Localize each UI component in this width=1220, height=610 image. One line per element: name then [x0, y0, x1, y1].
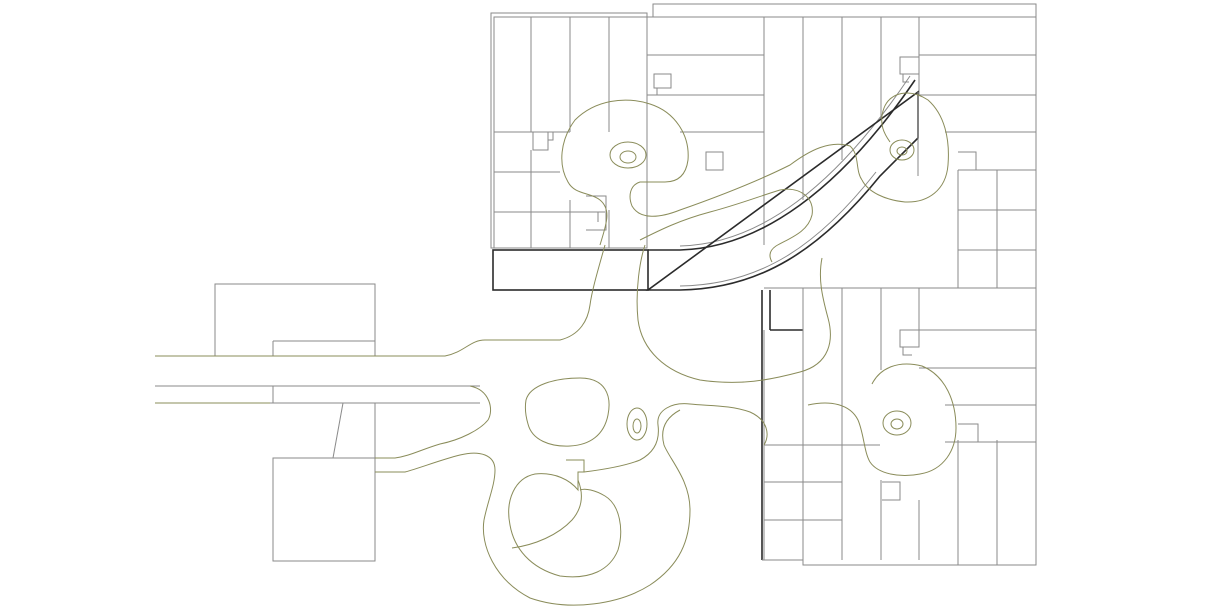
block-a-north-strip: [652, 3, 1037, 18]
block-b-partitions: [764, 288, 1036, 565]
landscape-contours: [155, 92, 957, 606]
block-a-partitions: [530, 17, 998, 288]
block-a-room-lines: [494, 54, 1036, 251]
building-block-lower: [761, 287, 1037, 566]
west-lower-building: [272, 457, 376, 562]
west-structures: [155, 283, 480, 562]
building-block-upper: [490, 3, 1037, 565]
gallery-west-segment: [492, 249, 649, 291]
block-a-niches: [532, 56, 977, 231]
west-upper-building: [214, 283, 376, 357]
block-b-niches: [882, 329, 979, 501]
